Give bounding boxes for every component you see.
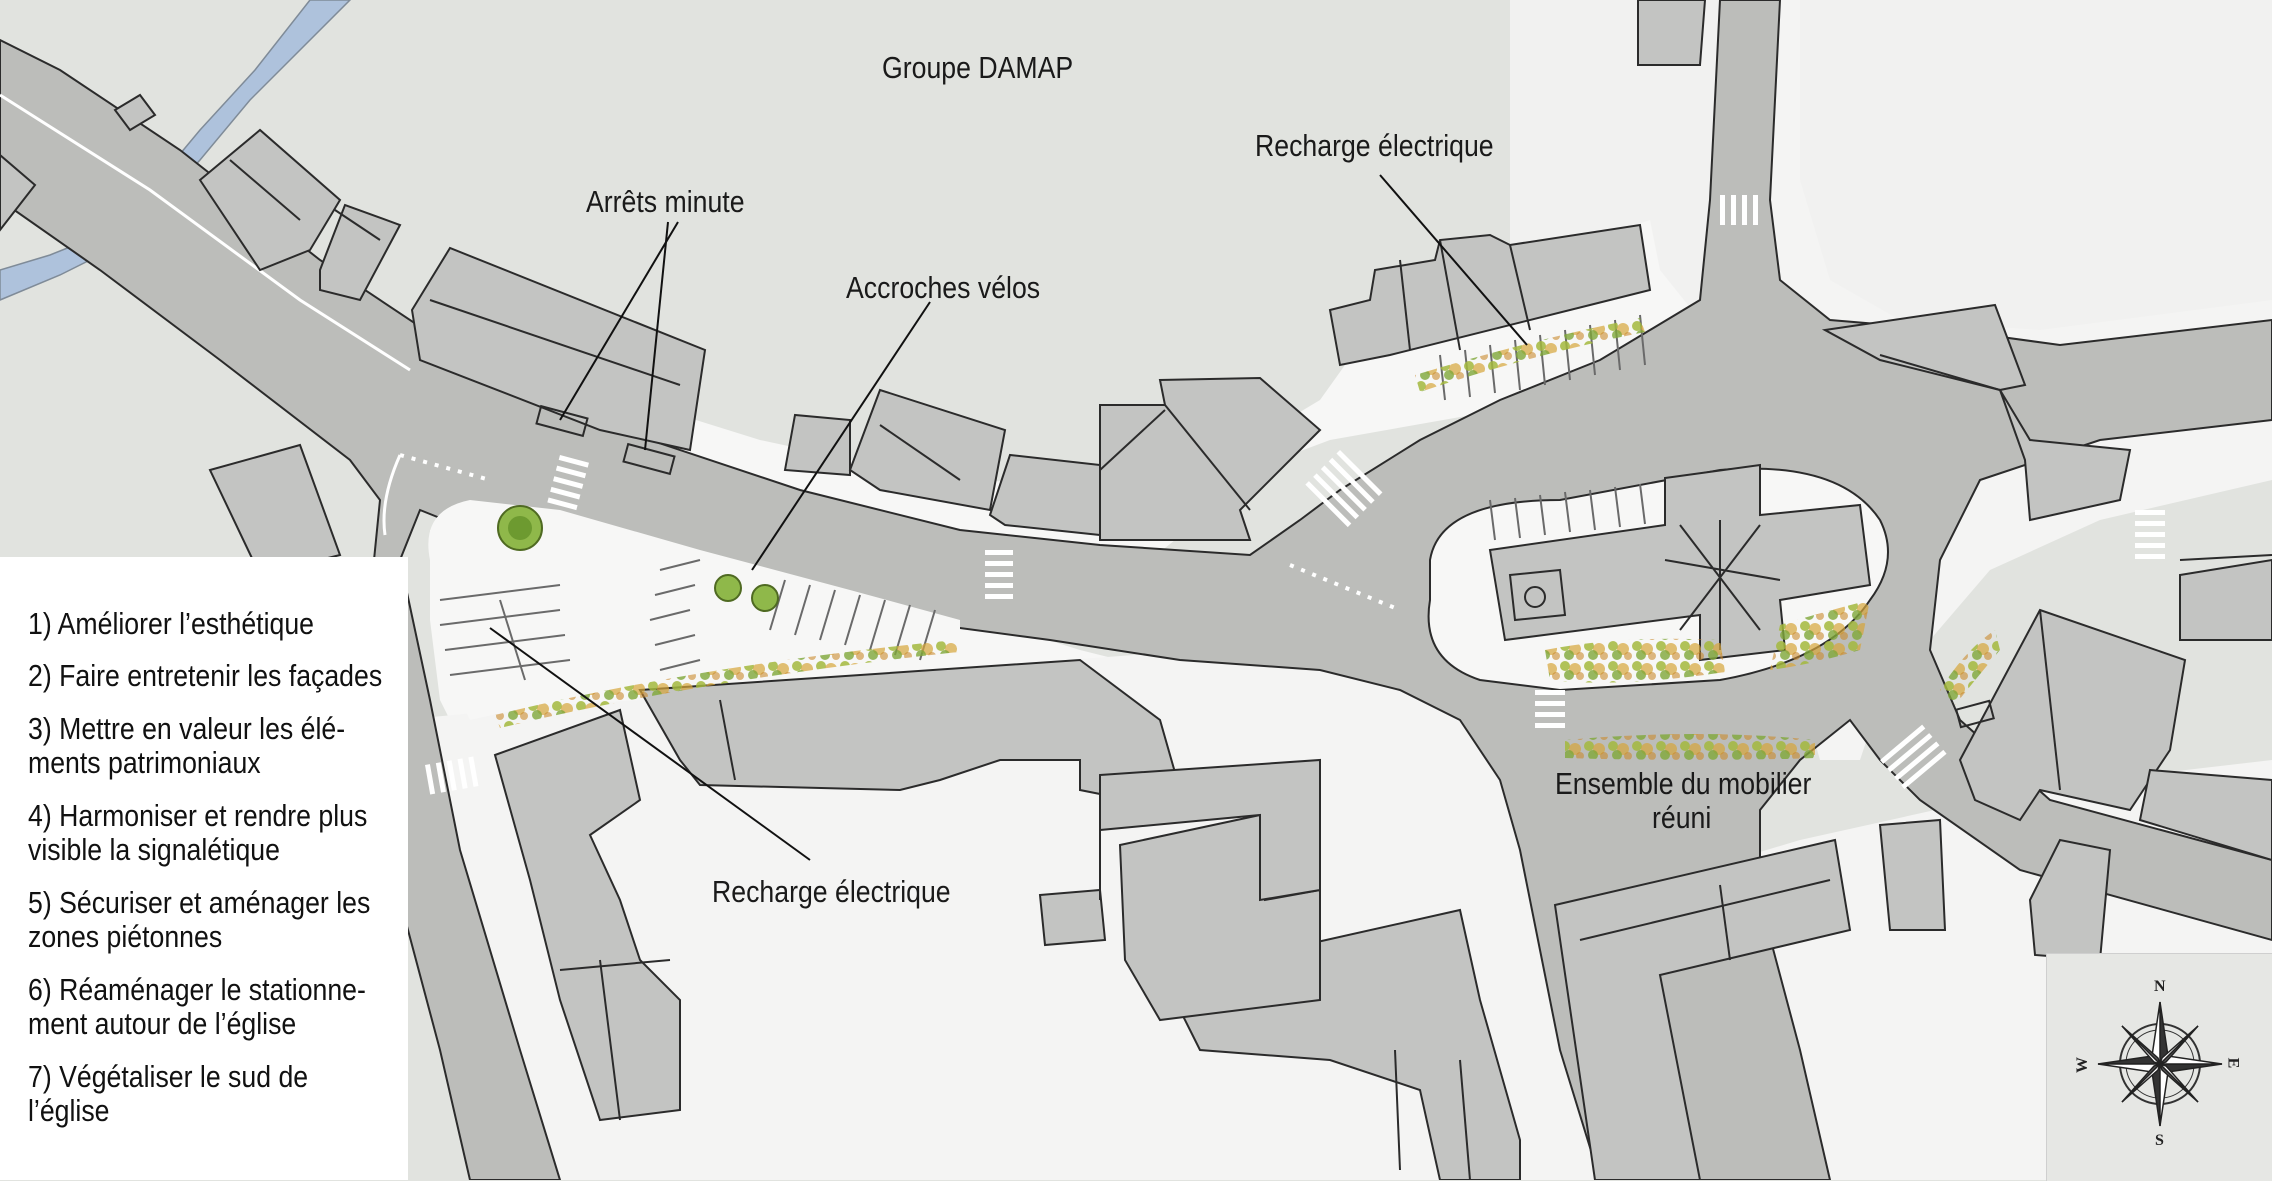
label-arrets-minute: Arrêts minute — [586, 184, 745, 219]
trees — [497, 505, 779, 612]
legend-item-3: 3) Mettre en valeur les élé- ments patri… — [28, 711, 346, 780]
label-accroches-velos: Accroches vélos — [846, 270, 1041, 305]
legend-panel: 1) Améliorer l’esthétique 2) Faire entre… — [0, 557, 408, 1180]
recharge-box-east — [1955, 699, 1995, 729]
legend-item-5: 5) Sécuriser et aménager les zones piéto… — [28, 885, 371, 954]
legend-item-1: 1) Améliorer l’esthétique — [28, 606, 315, 641]
label-groupe-damap: Groupe DAMAP — [882, 50, 1074, 85]
compass-south-label: S — [2155, 1132, 2164, 1149]
road-marking-1 — [399, 453, 491, 482]
label-recharge-electrique-top: Recharge électrique — [1255, 128, 1494, 163]
vegetation — [495, 318, 2000, 760]
label-mobilier-line2: réuni — [1652, 800, 1712, 835]
label-mobilier-line1: Ensemble du mobilier — [1555, 766, 1812, 801]
compass-west-label: W — [2074, 1057, 2091, 1073]
road-curve-marking — [382, 454, 402, 536]
arret-minute-box-2 — [622, 442, 676, 476]
crosswalks — [425, 195, 2165, 795]
legend-item-4: 4) Harmoniser et rendre plus visible la … — [28, 798, 368, 867]
church-building — [1488, 463, 1872, 662]
legend-item-7: 7) Végétaliser le sud de l’église — [28, 1059, 309, 1128]
label-recharge-electrique-bottom: Recharge électrique — [712, 874, 951, 909]
annotation-pointers — [489, 174, 1528, 861]
road-lane-line — [0, 93, 411, 372]
compass-panel: N S E W — [2046, 953, 2272, 1181]
compass-north-label: N — [2154, 978, 2166, 995]
compass-rose-icon — [2097, 1001, 2223, 1127]
legend-item-6: 6) Réaménager le stationne- ment autour … — [28, 972, 366, 1041]
plaza-west — [428, 500, 960, 720]
building-roof-lines — [229, 159, 2061, 1180]
legend-item-2: 2) Faire entretenir les façades — [28, 658, 383, 693]
compass-east-label: E — [2224, 1057, 2242, 1069]
road-marking-2 — [1289, 563, 1401, 612]
